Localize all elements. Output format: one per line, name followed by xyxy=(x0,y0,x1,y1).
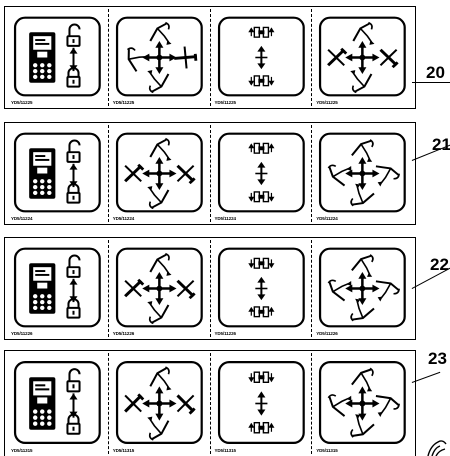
decal-code: YD5/11225 xyxy=(113,100,134,105)
decal-strip-20: YD5/11225 YD5/11225 YD5/11225 YD5/11225 xyxy=(4,6,416,109)
backhoe-pattern-tile: YD5/11224 xyxy=(312,125,413,222)
excavator-pattern-icon xyxy=(109,240,210,337)
decal-code: YD5/11225 xyxy=(215,100,236,105)
backhoe-pattern-icon xyxy=(312,240,413,337)
decal-code: YD5/11315 xyxy=(11,448,32,453)
callout-number-22: 22 xyxy=(430,256,449,273)
control-lock-tile: YD5/11315 xyxy=(7,353,109,454)
travel-direction-tile: YD5/11225 xyxy=(211,9,313,106)
decal-code: YD5/11226 xyxy=(113,331,134,336)
backhoe-pattern-icon xyxy=(312,353,413,454)
excavator-pattern-tile: YD5/11225 xyxy=(312,9,413,106)
travel-direction-tile: YD5/11226 xyxy=(211,240,313,337)
travel-direction-icon xyxy=(211,9,312,106)
control-lock-tile: YD5/11226 xyxy=(7,240,109,337)
control-lock-icon xyxy=(7,125,108,222)
excavator-pattern-icon xyxy=(109,353,210,454)
callout-number-20: 20 xyxy=(426,64,445,81)
decal-code: YD5/11224 xyxy=(316,216,337,221)
hand-icon xyxy=(426,438,450,456)
excavator-pattern-icon xyxy=(109,125,210,222)
decal-code: YD5/11225 xyxy=(11,100,32,105)
decal-code: YD5/11224 xyxy=(11,216,32,221)
decal-code: YD5/11315 xyxy=(316,448,337,453)
travel-direction-icon xyxy=(211,240,312,337)
callout-number-21: 21 xyxy=(432,136,450,153)
decal-strip-21: YD5/11224 YD5/11224 YD5/11224 YD5/11224 xyxy=(4,122,416,225)
decal-code: YD5/11315 xyxy=(215,448,236,453)
decal-code: YD5/11315 xyxy=(113,448,134,453)
control-lock-icon xyxy=(7,240,108,337)
backhoe-pattern-tile: YD5/11315 xyxy=(312,353,413,454)
callout-number-23: 23 xyxy=(428,350,447,367)
callout-leader xyxy=(412,82,450,83)
excavator-pattern-icon xyxy=(312,9,413,106)
decal-code: YD5/11226 xyxy=(316,331,337,336)
decal-code: YD5/11224 xyxy=(113,216,134,221)
decal-code: YD5/11225 xyxy=(316,100,337,105)
excavator-pattern-tile: YD5/11315 xyxy=(109,353,211,454)
excavator-pattern-tile: YD5/11225 xyxy=(109,9,211,106)
excavator-pattern-tile: YD5/11226 xyxy=(109,240,211,337)
decal-strip-22: YD5/11226 YD5/11226 YD5/11226 YD5/11226 xyxy=(4,237,416,340)
control-lock-icon xyxy=(7,353,108,454)
travel-direction-tile: YD5/11315 xyxy=(211,353,313,454)
decal-code: YD5/11226 xyxy=(215,331,236,336)
excavator-pattern-tile: YD5/11224 xyxy=(109,125,211,222)
travel-direction-icon xyxy=(211,125,312,222)
control-lock-tile: YD5/11225 xyxy=(7,9,109,106)
excavator-pattern-icon xyxy=(109,9,210,106)
backhoe-pattern-icon xyxy=(312,125,413,222)
decal-code: YD5/11226 xyxy=(11,331,32,336)
travel-direction-icon xyxy=(211,353,312,454)
decal-code: YD5/11224 xyxy=(215,216,236,221)
travel-direction-tile: YD5/11224 xyxy=(211,125,313,222)
control-lock-icon xyxy=(7,9,108,106)
decal-strip-23: YD5/11315 YD5/11315 YD5/11315 YD5/11315 xyxy=(4,350,416,456)
callout-leader xyxy=(412,372,441,384)
backhoe-pattern-tile: YD5/11226 xyxy=(312,240,413,337)
control-lock-tile: YD5/11224 xyxy=(7,125,109,222)
